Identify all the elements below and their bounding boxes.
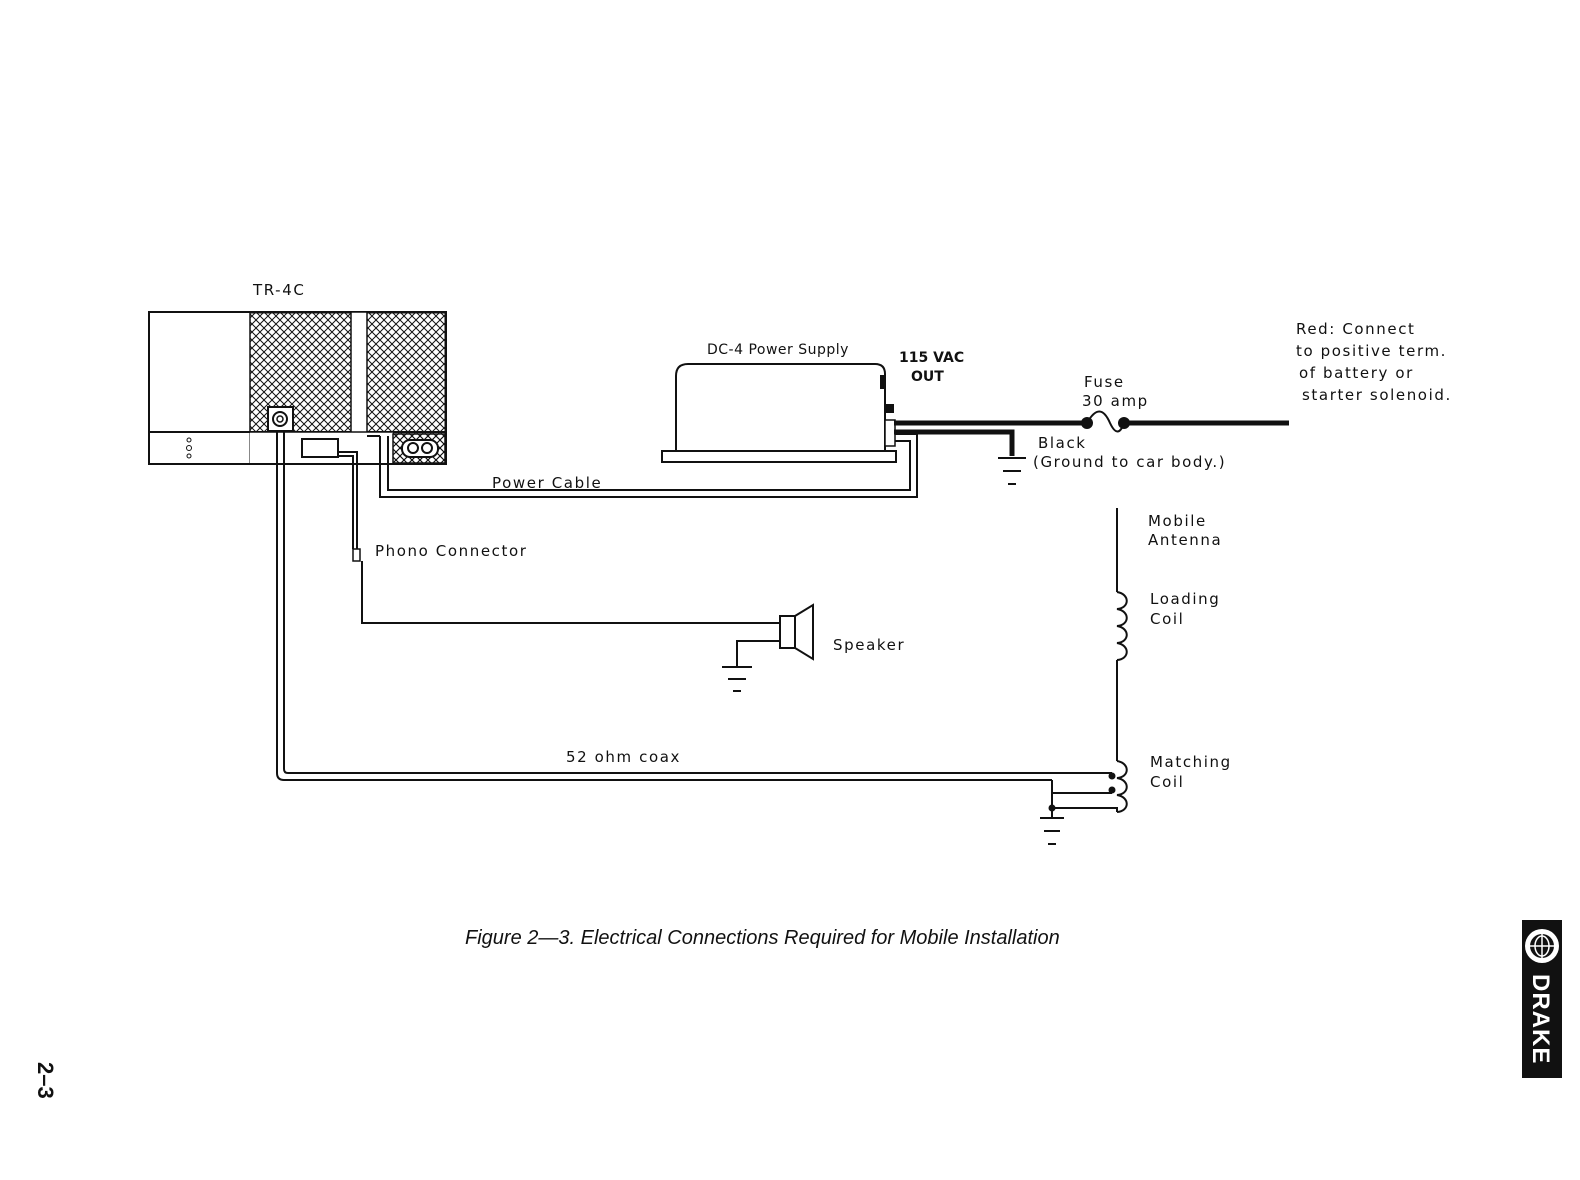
power-socket — [392, 433, 446, 464]
red-lead-label-line1: Red: Connect — [1296, 320, 1416, 338]
red-battery-lead: Fuse 30 amp Red: Connect to positive ter… — [894, 320, 1452, 433]
red-lead-label-line2: to positive term. — [1296, 342, 1447, 360]
transceiver-label: TR-4C — [252, 281, 305, 299]
phono-plug-icon — [352, 548, 361, 562]
transceiver: TR-4C — [148, 281, 447, 465]
antenna-system: Mobile Antenna Loading Coil Matching Coi… — [1040, 508, 1232, 845]
ac-out-label-line1: 115 VAC — [899, 350, 964, 366]
fuse-label-line1: Fuse — [1084, 373, 1125, 391]
black-lead-label-line2: (Ground to car body.) — [1033, 453, 1226, 471]
power-supply-label: DC-4 Power Supply — [707, 342, 849, 358]
fuse-label-line2: 30 amp — [1082, 392, 1149, 410]
antenna-connector — [267, 406, 294, 432]
matching-coil-icon — [1116, 760, 1128, 813]
speaker-icon — [779, 615, 796, 649]
speaker-ground-icon — [722, 666, 752, 692]
loading-coil-label-line1: Loading — [1150, 590, 1220, 608]
ac-out-label-line2: OUT — [911, 369, 944, 385]
power-cable-label: Power Cable — [492, 474, 602, 492]
page-number: 2–3 — [33, 1062, 58, 1099]
speaker-jack — [301, 438, 339, 458]
loading-coil-label-line2: Coil — [1150, 610, 1184, 628]
loading-coil-icon — [1116, 591, 1128, 661]
matching-coil-label-line2: Coil — [1150, 773, 1184, 791]
fuse-icon — [1086, 410, 1125, 433]
black-lead-label-line1: Black — [1038, 434, 1087, 452]
mobile-antenna-label-line2: Antenna — [1148, 531, 1222, 549]
figure-caption: Figure 2—3. Electrical Connections Requi… — [465, 927, 1060, 949]
antenna-ground-icon — [1040, 817, 1064, 845]
power-supply: DC-4 Power Supply 115 VAC OUT — [661, 342, 964, 463]
drake-logo-text: DRAKE — [1527, 974, 1554, 1064]
chassis-ground-icon — [998, 457, 1026, 485]
speaker: Speaker — [722, 603, 905, 692]
coax-label: 52 ohm coax — [566, 748, 681, 766]
red-lead-label-line3: of battery or — [1299, 364, 1414, 382]
speaker-lead: Phono Connector — [338, 451, 780, 624]
drake-logo: DRAKE — [1522, 920, 1562, 1078]
phono-connector-label: Phono Connector — [375, 542, 528, 560]
red-lead-label-line4: starter solenoid. — [1302, 386, 1452, 404]
front-panel-knobs — [186, 437, 192, 459]
matching-coil-label-line1: Matching — [1150, 753, 1232, 771]
speaker-label: Speaker — [833, 636, 905, 654]
mobile-antenna-label-line1: Mobile — [1148, 512, 1207, 530]
coax-cable: 52 ohm coax — [276, 431, 1052, 781]
black-ground-lead: Black (Ground to car body.) — [894, 429, 1226, 485]
